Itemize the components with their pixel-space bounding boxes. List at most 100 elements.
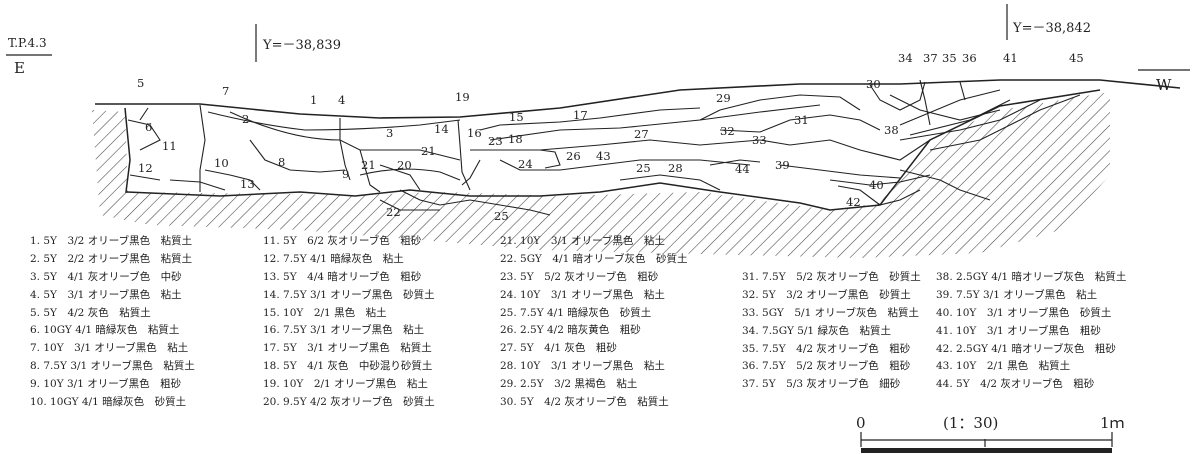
legend-entry: 37. 5Y 5/3 灰オリーブ色 細砂 xyxy=(742,378,901,391)
layer-label: 8 xyxy=(278,155,285,169)
layer-label: 5 xyxy=(137,76,144,90)
layer-label: 45 xyxy=(1069,51,1084,65)
legend-entry: 4. 5Y 3/1 オリーブ黒色 粘土 xyxy=(30,288,182,301)
scale-one-meter: 1ｍ xyxy=(1100,414,1125,432)
legend-column-3: 21. 10Y 3/1 オリーブ黒色 粘土 22. 5GY 4/1 暗オリーブ灰… xyxy=(500,233,687,412)
legend-entry: 19. 10Y 2/1 オリーブ黒色 粘土 xyxy=(263,378,428,391)
layer-label: 3 xyxy=(386,126,393,140)
layer-label: 4 xyxy=(338,93,345,107)
layer-label: 22 xyxy=(386,205,401,219)
layer-label: 24 xyxy=(518,157,533,171)
layer-label: 16 xyxy=(467,126,482,140)
legend-column-1: 1. 5Y 3/2 オリーブ黒色 粘質土 2. 5Y 2/2 オリーブ黒色 粘質… xyxy=(30,233,195,412)
legend-entry: 26. 2.5Y 4/2 暗灰黄色 粗砂 xyxy=(500,324,641,337)
scale-bar xyxy=(860,432,1113,453)
legend-entry: 40. 10Y 3/1 オリーブ黒色 砂質土 xyxy=(936,306,1112,319)
legend-entry: 32. 5Y 3/2 オリーブ黒色 砂質土 xyxy=(742,288,911,301)
legend-entry: 22. 5GY 4/1 暗オリーブ灰色 砂質土 xyxy=(500,252,688,265)
scale-ratio: (1：30) xyxy=(943,414,998,432)
legend-entry: 15. 10Y 2/1 黒色 粘土 xyxy=(263,306,387,319)
layer-label: 32 xyxy=(720,124,735,138)
layer-label: 44 xyxy=(735,162,750,176)
layer-label: 25 xyxy=(494,209,509,223)
legend-column-5: 38. 2.5GY 4/1 暗オリーブ灰色 粘質土 39. 7.5Y 3/1 オ… xyxy=(936,269,1126,394)
legend-column-4: 31. 7.5Y 5/2 灰オリーブ色 砂質土 32. 5Y 3/2 オリーブ黒… xyxy=(742,269,921,394)
legend-entry: 13. 5Y 4/4 暗オリーブ色 粗砂 xyxy=(263,270,422,283)
legend-entry: 2. 5Y 2/2 オリーブ黒色 粘質土 xyxy=(30,252,193,265)
ground-hatching xyxy=(92,92,1110,258)
layer-label: 21 xyxy=(361,158,376,172)
east-label: E xyxy=(14,59,25,77)
layer-label: 1 xyxy=(310,93,317,107)
legend-entry: 12. 7.5Y 4/1 暗緑灰色 粘土 xyxy=(263,252,404,265)
legend-entry: 5. 5Y 4/2 灰色 粘質土 xyxy=(30,306,151,319)
layer-label: 13 xyxy=(240,177,255,191)
layer-label: 18 xyxy=(508,132,523,146)
layer-label: 14 xyxy=(434,122,449,136)
layer-label: 43 xyxy=(596,149,611,163)
legend-entry: 23. 5Y 5/2 灰オリーブ色 粗砂 xyxy=(500,270,659,283)
layer-label: 41 xyxy=(1003,51,1018,65)
layer-label: 7 xyxy=(222,84,229,98)
layer-label: 17 xyxy=(573,108,588,122)
layer-label: 23 xyxy=(488,134,503,148)
layer-label: 37 xyxy=(923,51,938,65)
legend-entry: 9. 10Y 3/1 オリーブ黒色 粗砂 xyxy=(30,378,182,391)
legend-entry: 8. 7.5Y 3/1 オリーブ黒色 粘質土 xyxy=(30,360,195,373)
legend-entry: 29. 2.5Y 3/2 黒褐色 粘土 xyxy=(500,378,638,391)
legend-entry: 27. 5Y 4/1 灰色 粗砂 xyxy=(500,342,617,355)
legend-entry: 14. 7.5Y 3/1 オリーブ黒色 砂質土 xyxy=(263,288,435,301)
legend-entry: 6. 10GY 4/1 暗緑灰色 粘質土 xyxy=(30,324,180,337)
layer-labels: 1 2 3 4 5 6 7 8 9 10 11 12 13 14 15 16 1… xyxy=(137,51,1084,223)
datum-label: T.P.4.3 xyxy=(8,36,47,50)
legend-entry: 36. 7.5Y 5/2 灰オリーブ色 粗砂 xyxy=(742,360,911,373)
layer-label: 28 xyxy=(668,161,683,175)
layer-label: 9 xyxy=(342,167,349,181)
legend-entry: 34. 7.5GY 5/1 緑灰色 粘質土 xyxy=(742,324,891,337)
layer-label: 20 xyxy=(397,158,412,172)
y-coordinate-right: Y=－38,842 xyxy=(1012,21,1091,36)
legend-entry: 39. 7.5Y 3/1 オリーブ黒色 粘土 xyxy=(936,288,1098,301)
legend-entry: 43. 10Y 2/1 黒色 粘質土 xyxy=(936,360,1071,373)
legend-entry: 17. 5Y 3/1 オリーブ黒色 粘質土 xyxy=(263,342,432,355)
legend-entry: 44. 5Y 4/2 灰オリーブ色 粗砂 xyxy=(936,378,1095,391)
legend-entry: 24. 10Y 3/1 オリーブ黒色 粘土 xyxy=(500,288,665,301)
legend-entry: 11. 5Y 6/2 灰オリーブ色 粗砂 xyxy=(263,235,422,247)
layer-label: 10 xyxy=(214,156,229,170)
layer-label: 25 xyxy=(636,161,651,175)
layer-label: 42 xyxy=(846,195,861,209)
layer-label: 30 xyxy=(866,77,881,91)
legend-entry: 16. 7.5Y 3/1 オリーブ黒色 粘土 xyxy=(263,324,425,337)
layer-label: 33 xyxy=(752,133,767,147)
layer-label: 26 xyxy=(566,149,581,163)
layer-label: 36 xyxy=(962,51,977,65)
layer-label: 40 xyxy=(869,178,884,192)
y-coordinate-left: Y=－38,839 xyxy=(262,38,341,53)
west-label: W xyxy=(1156,76,1172,94)
legend-entry: 10. 10GY 4/1 暗緑灰色 砂質土 xyxy=(30,396,187,409)
layer-label: 39 xyxy=(775,158,790,172)
layer-label: 11 xyxy=(162,139,177,153)
legend-entry: 20. 9.5Y 4/2 灰オリーブ色 砂質土 xyxy=(263,396,435,409)
legend-entry: 25. 7.5Y 4/1 暗緑灰色 砂質土 xyxy=(500,306,652,319)
legend-entry: 28. 10Y 3/1 オリーブ黒色 粘土 xyxy=(500,360,665,373)
layer-label: 35 xyxy=(942,51,957,65)
layer-label: 38 xyxy=(884,123,899,137)
legend-entry: 18. 5Y 4/1 灰色 中砂混り砂質土 xyxy=(263,360,433,373)
layer-label: 29 xyxy=(716,91,731,105)
section-lines xyxy=(95,79,1181,216)
legend-column-2: 11. 5Y 6/2 灰オリーブ色 粗砂 12. 7.5Y 4/1 暗緑灰色 粘… xyxy=(263,233,435,412)
layer-label: 27 xyxy=(634,127,649,141)
layer-label: 6 xyxy=(145,120,152,134)
legend-entry: 42. 2.5GY 4/1 暗オリーブ灰色 粗砂 xyxy=(936,342,1116,355)
layer-label: 31 xyxy=(794,113,809,127)
scale-zero: 0 xyxy=(856,414,866,432)
legend-entry: 21. 10Y 3/1 オリーブ黒色 粘土 xyxy=(500,235,665,247)
legend-entry: 31. 7.5Y 5/2 灰オリーブ色 砂質土 xyxy=(742,271,921,283)
layer-label: 34 xyxy=(898,51,913,65)
layer-label: 19 xyxy=(455,90,470,104)
legend-entry: 7. 10Y 3/1 オリーブ黒色 粘土 xyxy=(30,342,189,355)
layer-label: 15 xyxy=(509,110,524,124)
layer-label: 21 xyxy=(421,144,436,158)
